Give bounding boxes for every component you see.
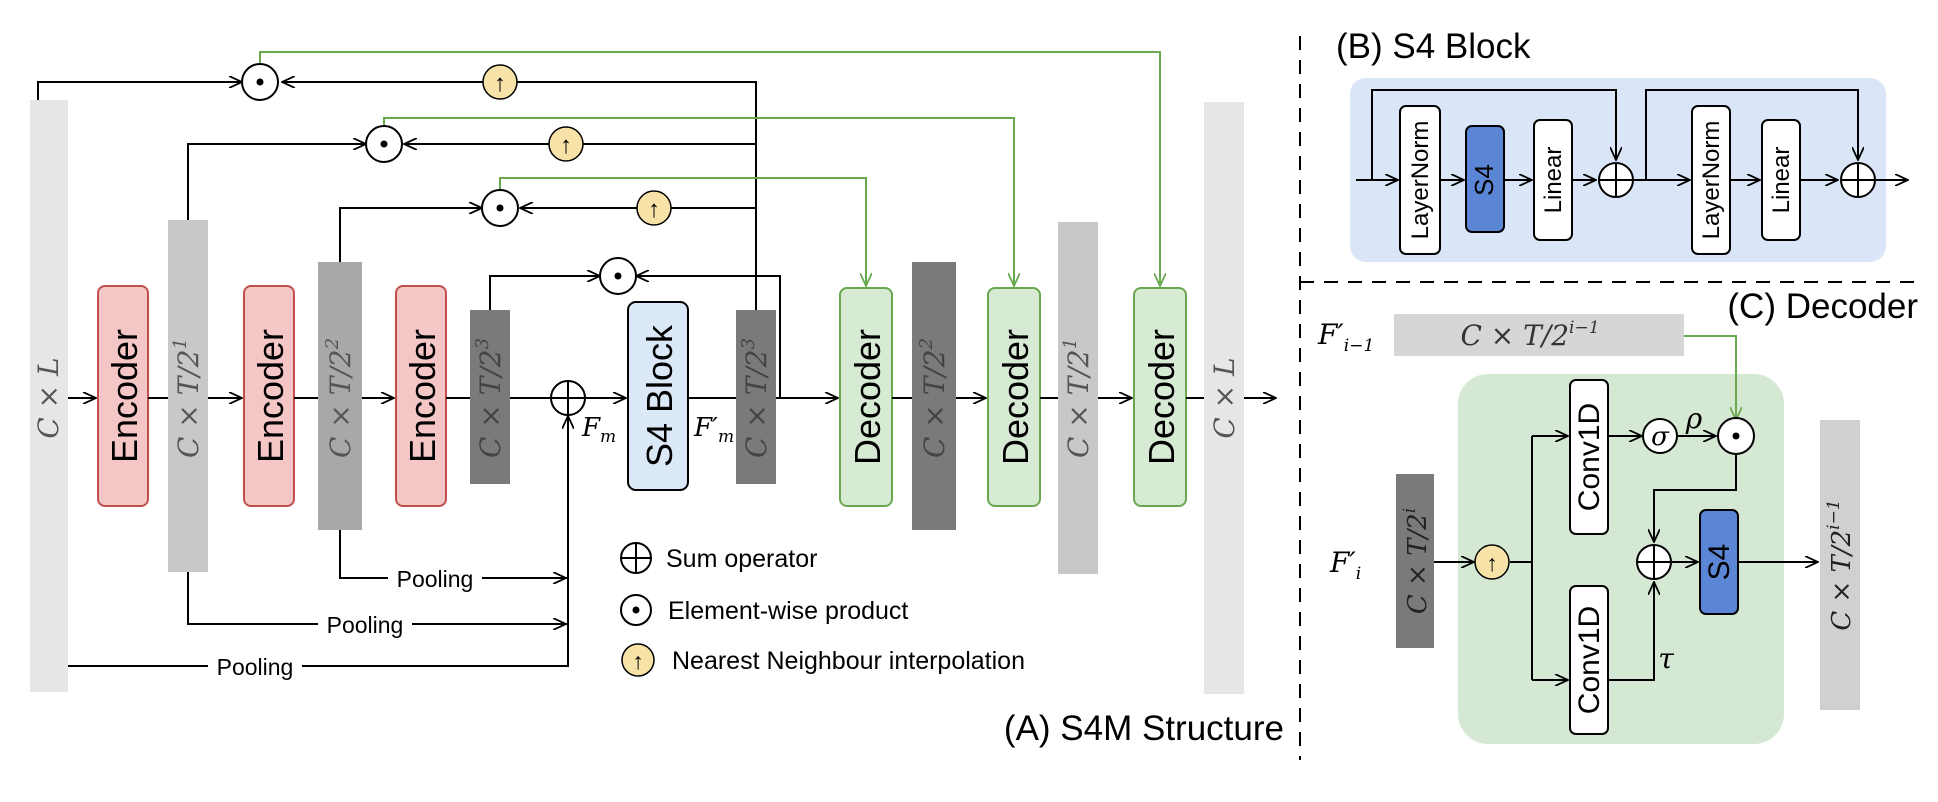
encoder-2: Encoder [243,285,295,507]
decoder-2: Decoder [987,287,1041,507]
dim-label-feat3: C × T/23 [472,338,507,458]
linear-2: Linear [1761,119,1801,241]
product-node-c [1717,417,1755,455]
svg-text:Decoder: Decoder [995,329,1036,465]
svg-text:LayerNorm: LayerNorm [1698,121,1725,240]
dim-label-feat1: C × T/21 [170,338,205,458]
svg-text:LayerNorm: LayerNorm [1407,121,1434,240]
svg-text:S4: S4 [1469,164,1499,196]
panel-b-title: (B) S4 Block [1336,27,1531,66]
sigma-node: σ [1642,418,1678,454]
decoder-1: Decoder [839,287,893,507]
dim-label-feat2: C × T/22 [322,338,357,458]
legend-sum-icon [620,542,652,574]
panel-b: (B) S4 Block LayerNorm S4 Li [1336,27,1908,262]
sum-node-c [1636,544,1672,580]
svg-text:↑: ↑ [648,196,660,223]
panel-c-bg [1458,374,1784,744]
svg-text:Conv1D: Conv1D [1573,403,1606,511]
svg-text:Encoder: Encoder [402,329,443,463]
svg-text:S4: S4 [1703,544,1736,581]
sum-node-b1 [1598,162,1634,198]
product-node-2 [365,125,403,163]
fm-label: Fm [581,413,616,447]
output-feature-bar [1820,420,1860,710]
interp-node-1: ↑ [482,64,518,100]
layernorm-2: LayerNorm [1691,105,1731,255]
sum-node-b2 [1840,162,1876,198]
feat-bar-3 [470,310,510,484]
product-node-1 [241,63,279,101]
pooling-label-3: Pooling [217,654,294,680]
f-i-minus-1-label: F′i−1 [1317,318,1374,356]
dim-label-s4out: C × T/23 [738,338,773,458]
encoder-3: Encoder [395,285,447,507]
svg-text:σ: σ [1651,422,1670,452]
interp-node-3: ↑ [636,190,672,226]
interp-node-c: ↑ [1474,544,1510,580]
dec-bar-2 [912,262,956,530]
dim-label-dec1: C × T/21 [1060,338,1095,458]
fm-prime-label: F′m [693,413,734,447]
svg-text:Linear: Linear [1540,147,1567,214]
panel-c-title: (C) Decoder [1727,287,1918,326]
product-node-4 [599,257,637,295]
legend-sum-label: Sum operator [666,545,817,573]
prev-feature-bar [1394,314,1684,356]
sum-node-main [550,380,586,416]
panel-c: (C) Decoder F′i−1 C × T/2i−1 F′i C × T/2… [1317,287,1918,744]
legend: Sum operator Element-wise product ↑ Near… [620,542,1025,677]
svg-text:Encoder: Encoder [250,329,291,463]
svg-text:↑: ↑ [494,70,506,97]
svg-text:↑: ↑ [1486,550,1498,576]
svg-text:↑: ↑ [560,132,572,159]
encoder-1: Encoder [97,285,149,507]
feat-bar-1 [168,220,208,572]
layernorm-1: LayerNorm [1399,105,1441,255]
output-bar [1204,102,1244,694]
s4-block: S4 Block [627,301,689,491]
rho-label: ρ [1685,402,1703,435]
decoder-3: Decoder [1133,287,1187,507]
tau-label: τ [1658,642,1674,675]
legend-product-label: Element-wise product [668,597,908,625]
linear-1: Linear [1533,119,1573,241]
output-feature-label: C × T/2i−1 [1824,499,1857,630]
product-node-3 [481,189,519,227]
legend-interp-icon: ↑ [621,643,655,677]
s4-module-b: S4 [1465,125,1505,233]
legend-interp-label: Nearest Neighbour interpolation [672,647,1025,675]
svg-text:Decoder: Decoder [1141,329,1182,465]
input-bar [30,100,68,692]
dec-bar-1 [1058,222,1098,574]
svg-text:S4 Block: S4 Block [639,324,680,467]
s4-out-bar [736,310,776,484]
dim-label-input: C × L [32,357,65,438]
panel-a: C × L C × T/21 C × T/22 C × T/23 C × T/2… [30,51,1284,748]
s4-module-c: S4 [1699,509,1739,615]
legend-product-icon [620,594,652,626]
svg-text:Conv1D: Conv1D [1573,606,1606,714]
pooling-label-1: Pooling [397,566,474,592]
dim-label-output: C × L [1208,357,1241,438]
feat-bar-2 [318,262,362,530]
f-i-label: F′i [1329,546,1361,584]
svg-text:Decoder: Decoder [847,329,888,465]
svg-text:↑: ↑ [632,648,644,674]
dim-label-dec2: C × T/22 [916,338,951,458]
conv1d-top: Conv1D [1569,379,1609,535]
conv1d-bottom: Conv1D [1569,585,1609,735]
prev-feature-label: C × T/2i−1 [1460,318,1599,352]
svg-text:Linear: Linear [1768,147,1795,214]
pooling-label-2: Pooling [327,612,404,638]
interp-node-2: ↑ [548,126,584,162]
svg-text:Encoder: Encoder [104,329,145,463]
input-feature-bar [1396,474,1434,648]
input-feature-label: C × T/2i [1400,508,1433,614]
panel-a-title: (A) S4M Structure [1004,709,1284,748]
